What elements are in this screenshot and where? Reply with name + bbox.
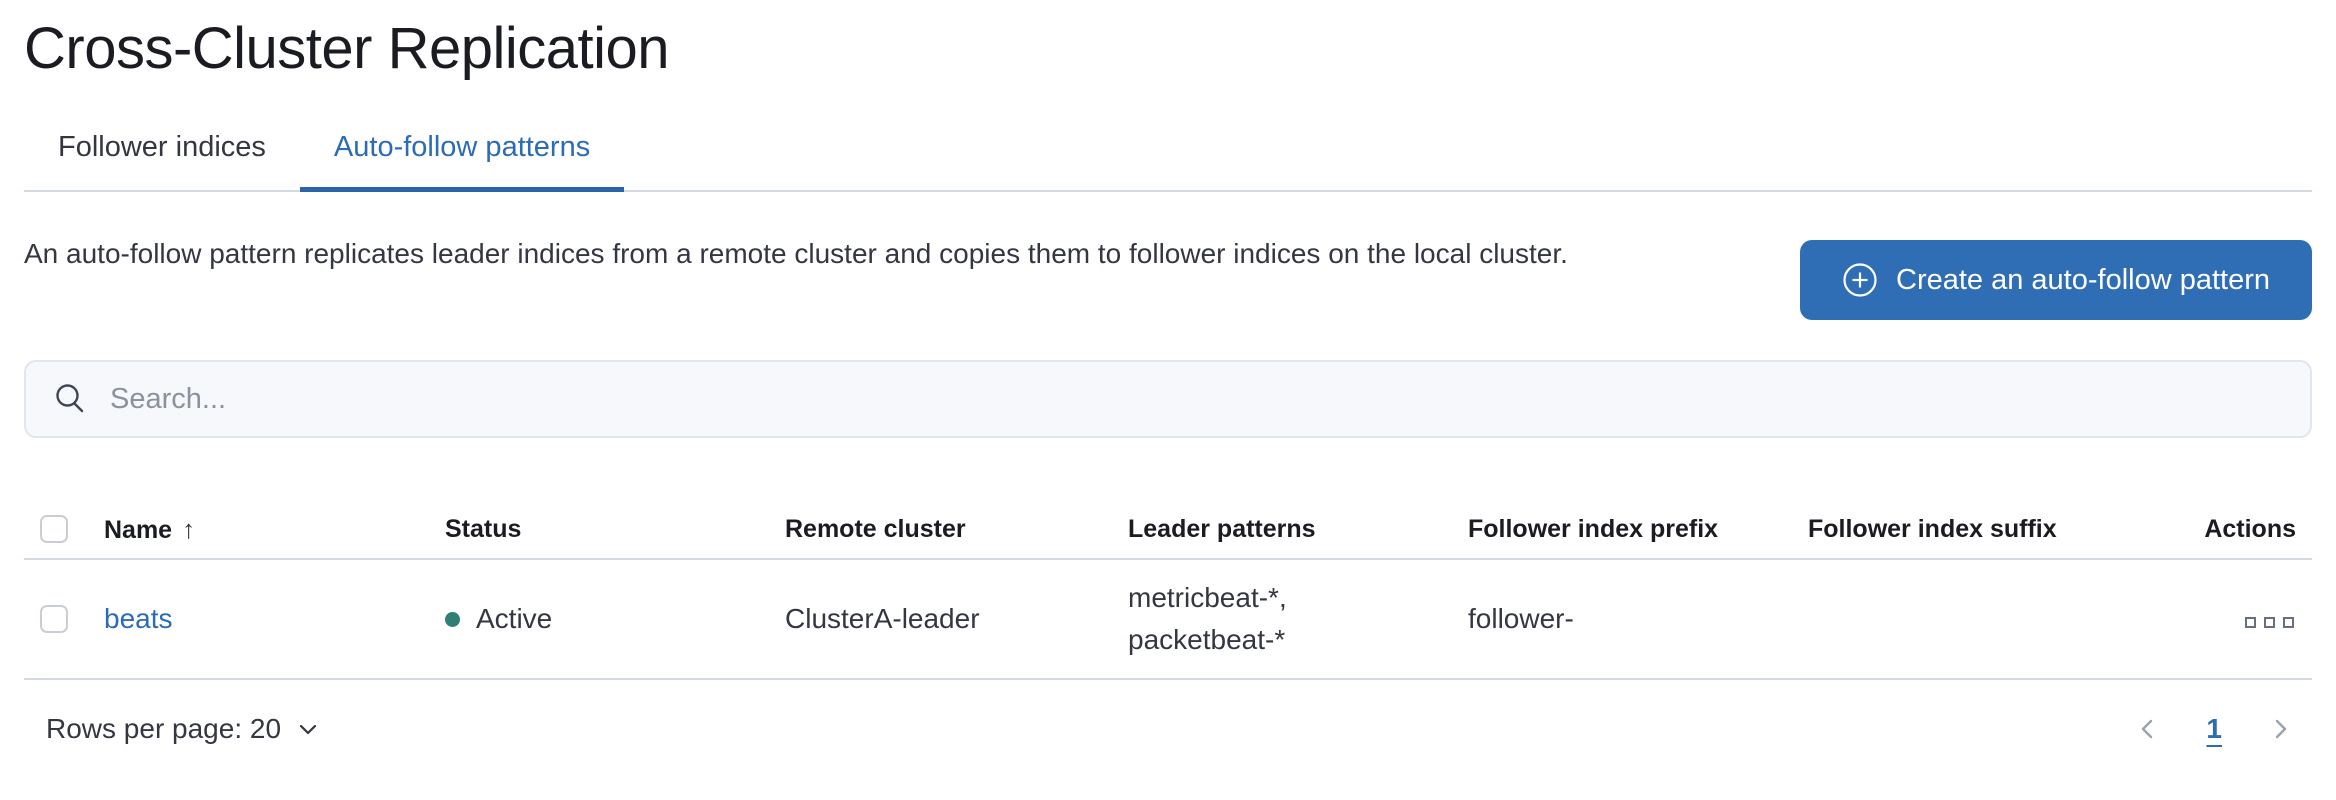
boxes-horizontal-icon[interactable] bbox=[2243, 611, 2296, 634]
follower-index-prefix-cell: follower- bbox=[1468, 603, 1574, 634]
create-button-label: Create an auto-follow pattern bbox=[1896, 263, 2270, 296]
remote-cluster-cell: ClusterA-leader bbox=[785, 603, 980, 634]
page-title: Cross-Cluster Replication bbox=[24, 16, 670, 81]
table-footer: Rows per page: 20 1 bbox=[24, 700, 2312, 758]
tab-auto-follow-patterns[interactable]: Auto-follow patterns bbox=[299, 128, 625, 192]
chevron-left-icon bbox=[2134, 715, 2162, 743]
leader-patterns-value: metricbeat-*, packetbeat-* bbox=[1128, 582, 1287, 655]
column-header-name-label: Name bbox=[104, 515, 173, 544]
pagination: 1 bbox=[2130, 711, 2298, 747]
page-description: An auto-follow pattern replicates leader… bbox=[24, 238, 1568, 269]
sort-ascending-icon: ↑ bbox=[182, 513, 196, 544]
status-label: Active bbox=[476, 603, 553, 634]
actions-cell bbox=[2132, 591, 2312, 647]
table-header-row: Name ↑ Status Remote cluster Leader patte… bbox=[24, 500, 2312, 560]
status-cell: Active bbox=[429, 591, 769, 647]
column-header-follower-index-suffix: Follower index suffix bbox=[1808, 514, 2057, 543]
column-header-remote-cluster: Remote cluster bbox=[785, 514, 966, 543]
cross-cluster-replication-page: Cross-Cluster Replication Follower indic… bbox=[0, 16, 2336, 800]
search-input[interactable] bbox=[110, 382, 2284, 416]
table-row: beats Active ClusterA-leader metricbeat-… bbox=[24, 560, 2312, 680]
status-active-dot-icon bbox=[445, 611, 460, 627]
page-number-1[interactable]: 1 bbox=[2206, 713, 2222, 744]
column-header-status: Status bbox=[445, 514, 522, 543]
name-cell: beats bbox=[88, 591, 429, 647]
column-header-leader-patterns: Leader patterns bbox=[1128, 514, 1316, 543]
auto-follow-patterns-table: Name ↑ Status Remote cluster Leader patte… bbox=[24, 500, 2312, 680]
header-row: An auto-follow pattern replicates leader… bbox=[24, 228, 2312, 320]
chevron-down-icon bbox=[295, 716, 321, 742]
search-icon bbox=[52, 381, 88, 417]
plus-in-circle-icon bbox=[1842, 262, 1878, 298]
row-select-cell bbox=[24, 593, 88, 645]
next-page-button[interactable] bbox=[2262, 711, 2298, 747]
tabs-bar: Follower indices Auto-follow patterns bbox=[24, 128, 2312, 192]
tab-follower-indices[interactable]: Follower indices bbox=[58, 131, 266, 163]
column-header-actions: Actions bbox=[2204, 514, 2296, 543]
rows-per-page-label: Rows per page: 20 bbox=[46, 713, 282, 744]
select-all-checkbox[interactable] bbox=[40, 515, 68, 543]
select-all-cell bbox=[24, 503, 88, 555]
row-checkbox[interactable] bbox=[40, 605, 68, 633]
column-header-follower-index-prefix: Follower index prefix bbox=[1468, 514, 1719, 543]
search-bar bbox=[24, 360, 2312, 438]
leader-patterns-cell: metricbeat-*, packetbeat-* bbox=[1112, 565, 1452, 673]
pattern-name-link[interactable]: beats bbox=[104, 603, 173, 634]
follower-index-suffix-cell bbox=[1792, 607, 2132, 631]
create-auto-follow-pattern-button[interactable]: Create an auto-follow pattern bbox=[1800, 240, 2312, 320]
column-header-name[interactable]: Name ↑ bbox=[88, 506, 429, 553]
chevron-right-icon bbox=[2266, 715, 2294, 743]
rows-per-page-button[interactable]: Rows per page: 20 bbox=[46, 713, 321, 745]
previous-page-button[interactable] bbox=[2130, 711, 2166, 747]
